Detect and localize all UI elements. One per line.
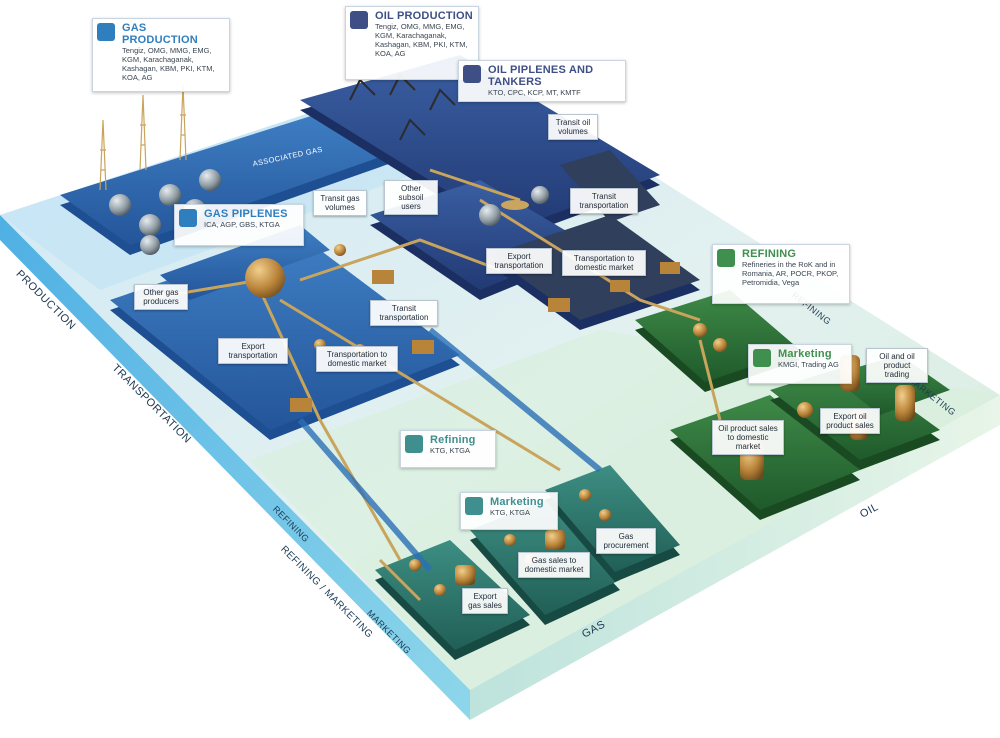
gas-production-companies: Tengiz, OMG, MMG, EMG, KGM, Karachaganak…: [122, 46, 215, 82]
oil-marketing-callout: Marketing KMGI, Trading AG: [748, 344, 852, 384]
oil-refining-title: REFINING: [742, 248, 797, 260]
gas-refining-title: Refining: [430, 434, 476, 446]
gas-refining-callout: Refining KTG, KTGA: [400, 430, 496, 468]
oil-marketing-title: Marketing: [778, 348, 832, 360]
tag-domestic-transport-oil: Transportation to domestic market: [562, 250, 646, 276]
gas-pipelines-title: GAS PIPLENES: [204, 208, 288, 220]
oil-pump-icon: [350, 11, 368, 29]
pipeline-icon: [463, 65, 481, 83]
gas-marketing-icon: [465, 497, 483, 515]
oil-pipelines-title: OIL PIPLENES AND TANKERS: [488, 64, 594, 88]
pipelines: [139, 168, 722, 602]
refinery-icon: [717, 249, 735, 267]
gas-pipelines-companies: ICA, AGP, GBS, KTGA: [204, 220, 280, 229]
marketing-icon: [753, 349, 771, 367]
tag-export-oil-product: Export oil product sales: [820, 408, 880, 434]
gas-refinery-icon: [405, 435, 423, 453]
tag-oil-product-domestic: Oil product sales to domestic market: [712, 420, 784, 455]
tag-gas-domestic-sales: Gas sales to domestic market: [518, 552, 590, 578]
tag-other-gas-producers: Other gas producers: [134, 284, 188, 310]
tag-export-gas-sales: Export gas sales: [462, 588, 508, 614]
gas-pipe-icon: [179, 209, 197, 227]
tag-transit-gas: Transit gas volumes: [313, 190, 367, 216]
gas-refining-companies: KTG, KTGA: [430, 446, 471, 455]
gas-production-callout: GAS PRODUCTION Tengiz, OMG, MMG, EMG, KG…: [92, 18, 230, 92]
oil-marketing-companies: KMGI, Trading AG: [778, 360, 839, 369]
gas-marketing-companies: KTG, KTGA: [490, 508, 531, 517]
gas-marketing-callout: Marketing KTG, KTGA: [460, 492, 558, 530]
tag-gas-procurement: Gas procurement: [596, 528, 656, 554]
tag-export-transport-gas: Export transportation: [218, 338, 288, 364]
tag-other-subsoil: Other subsoil users: [384, 180, 438, 215]
gas-flame-icon: [97, 23, 115, 41]
oil-production-title: OIL PRODUCTION: [375, 10, 473, 22]
oil-refining-callout: REFINING Refineries in the RoK and in Ro…: [712, 244, 850, 304]
tag-transit-transport-gas: Transit transportation: [370, 300, 438, 326]
tag-domestic-transport-gas: Transportation to domestic market: [316, 346, 398, 372]
tag-transit-transport-oil: Transit transportation: [570, 188, 638, 214]
oil-pipelines-callout: OIL PIPLENES AND TANKERS KTO, CPC, KCP, …: [458, 60, 626, 102]
oil-pumpjacks: [349, 73, 456, 141]
gas-marketing-title: Marketing: [490, 496, 544, 508]
tag-export-transport-oil: Export transportation: [486, 248, 552, 274]
tag-oil-trading: Oil and oil product trading: [866, 348, 928, 383]
gas-transfer-lines: [297, 327, 602, 572]
tag-transit-oil: Transit oil volumes: [548, 114, 598, 140]
gas-production-title: GAS PRODUCTION: [122, 22, 198, 46]
oil-production-companies: Tengiz, OMG, MMG, EMG, KGM, Karachaganak…: [375, 22, 468, 58]
gas-pipelines-callout: GAS PIPLENES ICA, AGP, GBS, KTGA: [174, 204, 304, 246]
oil-refining-companies: Refineries in the RoK and in Romania, AR…: [742, 260, 839, 287]
oil-production-callout: OIL PRODUCTION Tengiz, OMG, MMG, EMG, KG…: [345, 6, 479, 80]
oil-pipelines-companies: KTO, CPC, KCP, MT, KMTF: [488, 88, 581, 97]
